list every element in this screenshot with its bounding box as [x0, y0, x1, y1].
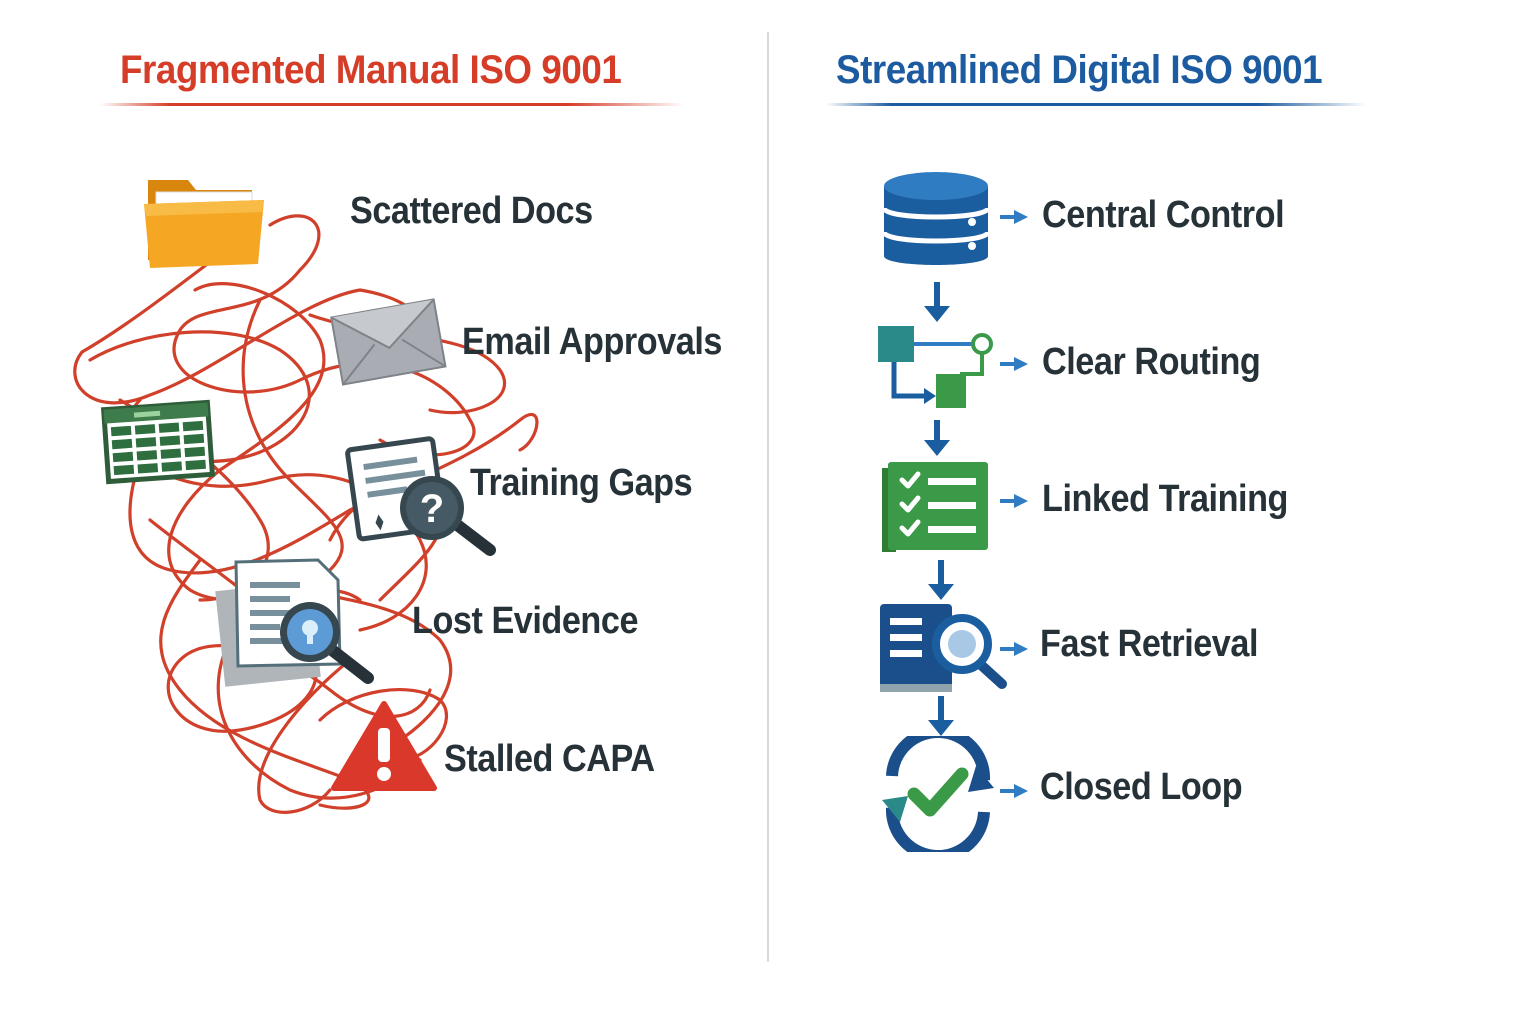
svg-text:?: ?: [420, 487, 444, 531]
fragmented-manual-panel: Fragmented Manual ISO 9001: [0, 0, 766, 1024]
right-title-underline: [826, 103, 1366, 106]
cycle-check-icon: [882, 736, 994, 852]
arrow-right-icon: [1000, 494, 1028, 508]
closed-loop-label: Closed Loop: [1040, 766, 1243, 808]
left-title: Fragmented Manual ISO 9001: [120, 48, 622, 92]
stalled-capa-label: Stalled CAPA: [444, 738, 655, 780]
envelope-icon: [330, 298, 447, 386]
database-icon: [881, 172, 991, 265]
left-title-underline: [100, 103, 684, 106]
document-search-icon: [215, 558, 374, 687]
linked-training-label: Linked Training: [1042, 478, 1288, 520]
warning-icon: [331, 701, 437, 791]
central-control-label: Central Control: [1042, 194, 1285, 236]
arrow-right-icon: [1000, 210, 1028, 224]
folder-icon: [144, 180, 264, 268]
flow-connectors: [924, 282, 954, 736]
email-approvals-label: Email Approvals: [462, 321, 722, 363]
lost-evidence-label: Lost Evidence: [412, 600, 639, 642]
panel-divider: [767, 32, 769, 962]
scattered-docs-label: Scattered Docs: [350, 190, 593, 232]
clear-routing-label: Clear Routing: [1042, 341, 1261, 383]
arrow-right-icon: [1000, 642, 1028, 656]
arrow-right-icon: [1000, 784, 1028, 798]
fast-retrieval-label: Fast Retrieval: [1040, 623, 1259, 665]
document-search-icon: [880, 604, 1007, 692]
checklist-icon: [882, 462, 988, 552]
workflow-icon: [878, 326, 993, 408]
training-gaps-label: Training Gaps: [470, 462, 693, 504]
right-title: Streamlined Digital ISO 9001: [836, 48, 1323, 92]
arrow-right-icon: [1000, 357, 1028, 371]
spreadsheet-icon: [100, 399, 216, 485]
document-question-icon: ?: [345, 436, 496, 556]
streamlined-digital-panel: Streamlined Digital ISO 9001: [770, 0, 1536, 1024]
